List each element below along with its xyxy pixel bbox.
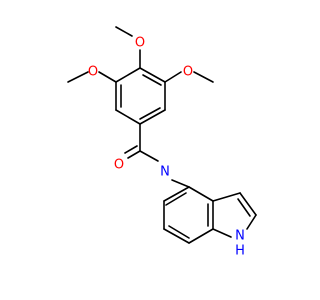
bond-ring-c6-c1	[115, 67, 141, 83]
bond-ring-c3-c4-inner	[139, 107, 161, 120]
bond-c3-c2-inner	[237, 198, 251, 217]
atom-h-indole: H	[235, 244, 245, 259]
bond-c6-c7	[163, 228, 190, 244]
bond-c3a-c4	[188, 186, 214, 202]
bond-c6-o-left	[98, 71, 117, 83]
bond-n1-c7a	[212, 228, 232, 238]
bond-carbonyl-double-a	[127, 150, 141, 159]
atom-o-top: O	[135, 36, 145, 51]
bond-c2-n1	[246, 214, 257, 230]
bond-o-top-methyl	[115, 26, 133, 37]
molecule-diagram: O O O O N N H	[67, 26, 257, 259]
bond-ring-c4-c5	[115, 109, 141, 125]
bond-c4-c5-inner	[165, 192, 187, 206]
bond-carbonyl-double-b	[124, 145, 138, 154]
atom-o-carbonyl: O	[114, 158, 124, 173]
bond-c4-c5	[163, 186, 190, 202]
bond-c7-c7a	[188, 228, 214, 244]
atom-o-right: O	[183, 65, 193, 80]
bond-n-indole-c4	[171, 179, 190, 188]
atom-n-indole: N	[235, 229, 245, 244]
bond-c2-o-right	[164, 71, 182, 83]
bond-o-right-methyl	[193, 71, 214, 83]
structure-svg: O O O O N N H	[67, 26, 257, 259]
bond-c3a-c3	[212, 192, 241, 202]
atom-o-left: O	[88, 65, 98, 80]
bond-ring-c1-c2-inner	[142, 74, 162, 86]
bond-ring-c1-c2	[139, 67, 166, 83]
atom-n-amide: N	[160, 165, 170, 180]
bond-carbonyl-n	[139, 150, 159, 162]
bond-c6-c7-inner	[168, 225, 190, 239]
bond-o-left-methyl	[67, 71, 89, 83]
bond-ring-c3-c4	[139, 109, 166, 125]
bond-c3-c2	[239, 192, 257, 216]
